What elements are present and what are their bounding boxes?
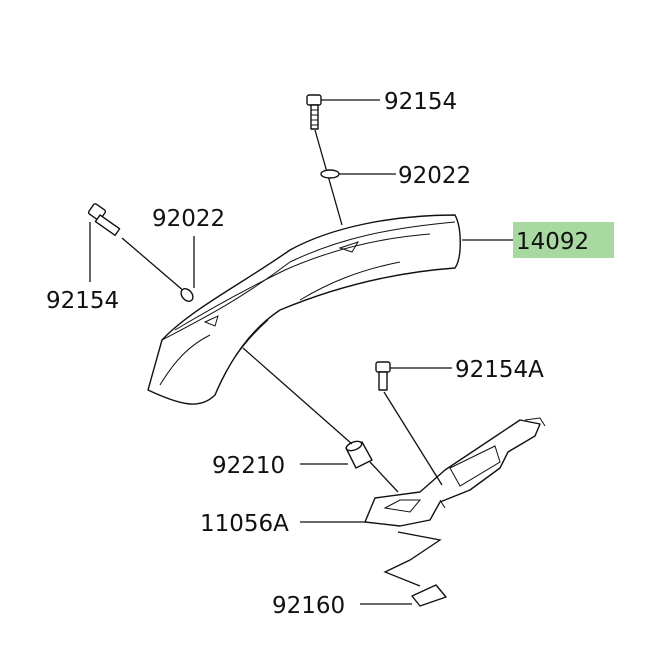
part-label-92160[interactable]: 92160 [272,593,345,619]
grommet-92210 [345,440,373,469]
bolt-92154A [375,361,391,391]
axis-92210-lower [369,461,399,493]
bolt-92154-left [87,203,121,237]
bracket-11056A [364,417,546,527]
part-label-92210[interactable]: 92210 [212,453,285,479]
axis-92154A [383,391,443,486]
bolt-92154-upper [306,94,322,130]
part-label-11056A[interactable]: 11056A [200,511,289,537]
washer-92022-left [180,288,194,302]
part-highlight-box [513,222,614,258]
part-label-92154-upper[interactable]: 92154 [384,89,457,115]
axis-92210 [242,347,353,445]
pad-92160 [411,584,447,607]
axis-92160 [383,531,442,587]
axis-left-bolt [121,237,186,293]
part-label-92154-left[interactable]: 92154 [46,288,119,314]
part-label-14092[interactable]: 14092 [516,229,589,255]
cowl-14092 [147,214,461,405]
part-label-92022-upper[interactable]: 92022 [398,163,471,189]
part-label-92154A[interactable]: 92154A [455,357,544,383]
washer-92022-upper [320,169,340,179]
part-label-92022-left[interactable]: 92022 [152,206,225,232]
